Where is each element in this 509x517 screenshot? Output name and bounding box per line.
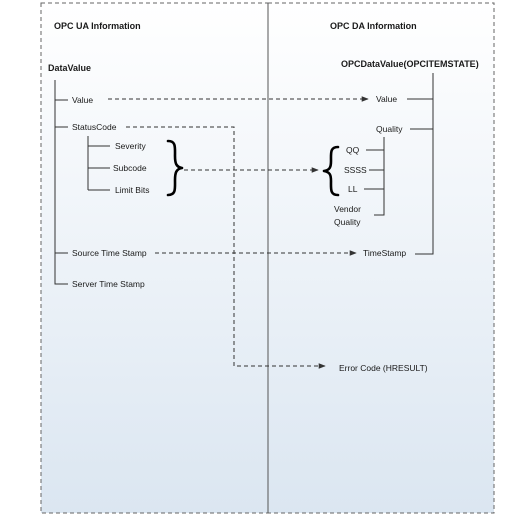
da-vendor-quality-line1: Vendor (334, 204, 361, 214)
right-brace (166, 139, 184, 197)
da-ll: LL (348, 184, 358, 194)
ua-server-timestamp: Server Time Stamp (72, 279, 145, 289)
ua-value: Value (72, 95, 93, 105)
da-panel (267, 2, 495, 514)
da-value: Value (376, 94, 397, 104)
left-brace (322, 145, 340, 197)
ua-source-timestamp: Source Time Stamp (72, 248, 147, 258)
ua-tree-trunk (54, 80, 68, 285)
error-code-hresult: Error Code (HRESULT) (339, 363, 428, 373)
ua-subcode: Subcode (113, 163, 147, 173)
ua-status-code: StatusCode (72, 122, 117, 132)
ua-panel (40, 2, 269, 514)
da-tree-trunk (415, 73, 434, 255)
da-quality-subtree (374, 137, 385, 216)
da-header: OPC DA Information (330, 21, 417, 31)
arrow-status-to-errorcode (126, 126, 326, 369)
da-timestamp: TimeStamp (363, 248, 406, 258)
da-ssss: SSSS (344, 165, 367, 175)
ua-severity: Severity (115, 141, 146, 151)
da-vendor-quality-line2: Quality (334, 217, 361, 227)
da-quality: Quality (376, 124, 403, 134)
da-root-opcdatavalue: OPCDataValue(OPCITEMSTATE) (341, 59, 479, 69)
ua-limit-bits: Limit Bits (115, 185, 149, 195)
da-qq: QQ (346, 145, 360, 155)
ua-header: OPC UA Information (54, 21, 141, 31)
ua-root-datavalue: DataValue (48, 63, 91, 73)
